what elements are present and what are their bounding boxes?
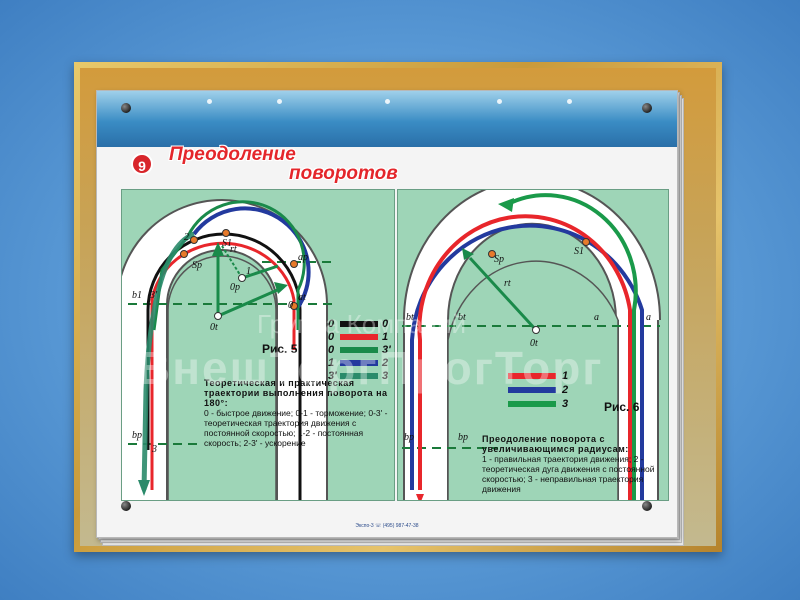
figure-6-legend: 1 2 3 (508, 370, 588, 420)
label-ap: ap (298, 252, 308, 263)
legend-from: 3' (328, 370, 337, 382)
label-bt: bt (406, 312, 414, 323)
figure-5-diagram: b1 3' 2 Sp S1 rt ap at 1 0p 0t 0 3 bp (122, 199, 332, 500)
footer-contact: Экспо-3 ☏ (495) 987-47-38 (355, 523, 419, 529)
label-bp: bp (132, 430, 142, 441)
legend-to: 2 (382, 357, 389, 369)
legend-row: 3' 3 (328, 370, 390, 382)
figure-6-diagram: bt bt 0t a a rt Sp S1 bp bp (402, 190, 661, 500)
legend-from: 0 (328, 331, 335, 343)
label-bp-2: bp (458, 432, 468, 443)
figure-6-caption-title: Преодоление поворота с увеличивающимся р… (482, 434, 629, 454)
legend-row: 2 (508, 384, 578, 396)
legend-swatch (340, 321, 378, 327)
figure-5-caption-body: 0 - быстрое движение; 0-1 - торможение; … (204, 408, 388, 448)
legend-row: 3 (508, 398, 578, 410)
label-sp: Sp (494, 254, 504, 265)
figure-6-label: Рис. 6 (604, 400, 640, 414)
label-at: at (298, 292, 306, 303)
figure-5-caption-title: Теоретическая и практическая траектории … (204, 378, 388, 408)
mount-hole (642, 103, 652, 113)
label-b1: b1 (132, 290, 142, 301)
figure-6-panel: bt bt 0t a a rt Sp S1 bp bp 1 2 3 Рис. 6 П… (397, 189, 669, 501)
label-bp: bp (404, 432, 414, 443)
legend-swatch (340, 373, 378, 379)
label-ot: 0t (210, 322, 218, 333)
legend-from: 0 (328, 344, 335, 356)
label-ot: 0t (530, 338, 538, 349)
figure-6-caption: Преодоление поворота с увеличивающимся р… (482, 434, 662, 494)
punch-hole (207, 99, 212, 104)
figure-5-caption: Теоретическая и практическая траектории … (204, 378, 390, 448)
legend-from: 1 (328, 357, 335, 369)
label-a-2: a (646, 312, 651, 323)
page-title-line1: Преодоление (169, 144, 296, 165)
legend-to: 1 (382, 331, 389, 343)
label-2: 2 (184, 232, 189, 243)
figure-6-caption-body: 1 - правильная траектория движения; 2 - … (482, 454, 655, 494)
legend-to: 3' (382, 344, 391, 356)
legend-swatch (508, 401, 556, 407)
mount-hole (121, 103, 131, 113)
page-title: Преодоление поворотов (169, 145, 398, 183)
poster-sheet: 9 Преодоление поворотов (96, 90, 678, 538)
label-s1: S1 (574, 246, 584, 257)
poster-frame: 9 Преодоление поворотов (74, 62, 722, 552)
label-op: 0p (230, 282, 240, 293)
punch-hole (277, 99, 282, 104)
page-number-badge: 9 (131, 153, 153, 175)
label-a: a (594, 312, 599, 323)
label-s1: S1 (222, 238, 232, 249)
legend-number: 2 (562, 384, 569, 396)
label-3: 3 (151, 444, 157, 455)
legend-row: 1 (508, 370, 578, 382)
label-1: 1 (246, 266, 251, 277)
label-3prime: 3' (149, 290, 158, 301)
mount-hole (642, 501, 652, 511)
legend-to: 3 (382, 370, 389, 382)
figure-5-panel: b1 3' 2 Sp S1 rt ap at 1 0p 0t 0 3 bp Ри… (121, 189, 395, 501)
legend-number: 3 (562, 398, 569, 410)
legend-swatch (508, 373, 556, 379)
punch-hole (497, 99, 502, 104)
label-0: 0 (288, 300, 293, 311)
label-bt-2: bt (458, 312, 466, 323)
legend-to: 0 (382, 318, 389, 330)
legend-swatch (340, 347, 378, 353)
legend-swatch (340, 360, 378, 366)
legend-from: 0 (328, 318, 335, 330)
legend-number: 1 (562, 370, 569, 382)
figure-5-label: Рис. 5 (262, 342, 298, 356)
punch-hole (385, 99, 390, 104)
mount-hole (121, 501, 131, 511)
legend-swatch (508, 387, 556, 393)
frame-background: 9 Преодоление поворотов (80, 68, 716, 546)
label-rt: rt (504, 278, 511, 289)
punch-hole (567, 99, 572, 104)
page-title-line2: поворотов (289, 163, 398, 184)
legend-swatch (340, 334, 378, 340)
label-sp: Sp (192, 260, 202, 271)
legend-row: 0 3' (328, 344, 391, 356)
label-rt: rt (230, 244, 237, 255)
